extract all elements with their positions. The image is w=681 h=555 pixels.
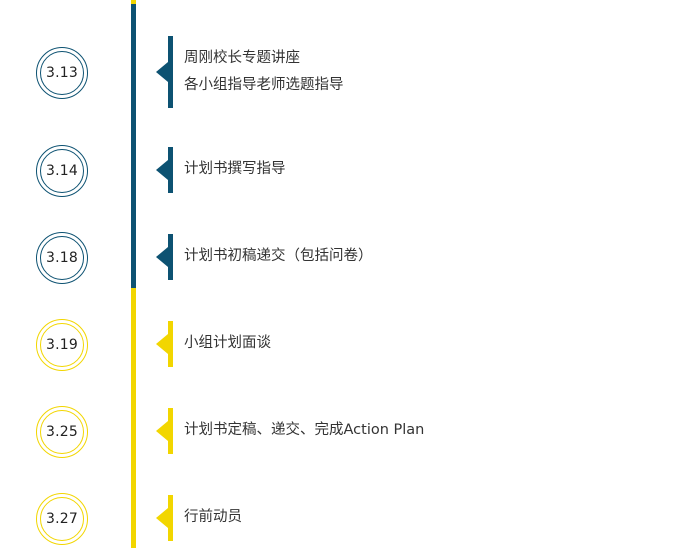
timeline-line-blue — [131, 0, 136, 288]
event-bar — [168, 408, 173, 454]
event-line: 计划书定稿、递交、完成Action Plan — [184, 422, 425, 438]
event-bar — [168, 234, 173, 280]
event-line: 各小组指导老师选题指导 — [184, 77, 344, 93]
event-bar — [168, 495, 173, 541]
event-marker — [156, 408, 174, 454]
event-date: 3.25 — [46, 424, 78, 440]
date-circle: 3.19 — [36, 319, 88, 371]
date-circle: 3.27 — [36, 493, 88, 545]
event-date: 3.27 — [46, 511, 78, 527]
event-text: 计划书初稿递交（包括问卷） — [184, 243, 373, 270]
event-line: 小组计划面谈 — [184, 335, 271, 351]
arrow-left-icon — [156, 421, 168, 441]
event-line: 计划书撰写指导 — [184, 161, 286, 177]
event-bar — [168, 321, 173, 367]
event-bar — [168, 147, 173, 193]
date-circle: 3.14 — [36, 145, 88, 197]
event-text: 计划书定稿、递交、完成Action Plan — [184, 417, 424, 444]
event-date: 3.18 — [46, 250, 78, 266]
event-text: 小组计划面谈 — [184, 330, 271, 357]
event-line: 周刚校长专题讲座 — [184, 50, 300, 66]
date-circle: 3.13 — [36, 47, 88, 99]
event-marker — [156, 321, 174, 367]
event-date: 3.19 — [46, 337, 78, 353]
arrow-left-icon — [156, 508, 168, 528]
date-circle: 3.18 — [36, 232, 88, 284]
event-text: 周刚校长专题讲座 各小组指导老师选题指导 — [184, 45, 344, 99]
event-date: 3.13 — [46, 65, 78, 81]
event-date: 3.14 — [46, 163, 78, 179]
timeline-line-yellow — [131, 288, 136, 548]
event-line: 计划书初稿递交（包括问卷） — [184, 248, 373, 264]
arrow-left-icon — [156, 160, 168, 180]
arrow-left-icon — [156, 62, 168, 82]
date-circle: 3.25 — [36, 406, 88, 458]
arrow-left-icon — [156, 247, 168, 267]
event-bar — [168, 36, 173, 108]
event-marker — [156, 36, 174, 108]
arrow-left-icon — [156, 334, 168, 354]
event-marker — [156, 234, 174, 280]
event-line: 行前动员 — [184, 509, 242, 525]
event-text: 行前动员 — [184, 504, 242, 531]
event-marker — [156, 495, 174, 541]
event-text: 计划书撰写指导 — [184, 156, 286, 183]
event-marker — [156, 147, 174, 193]
timeline-line-top-tip — [131, 0, 136, 4]
